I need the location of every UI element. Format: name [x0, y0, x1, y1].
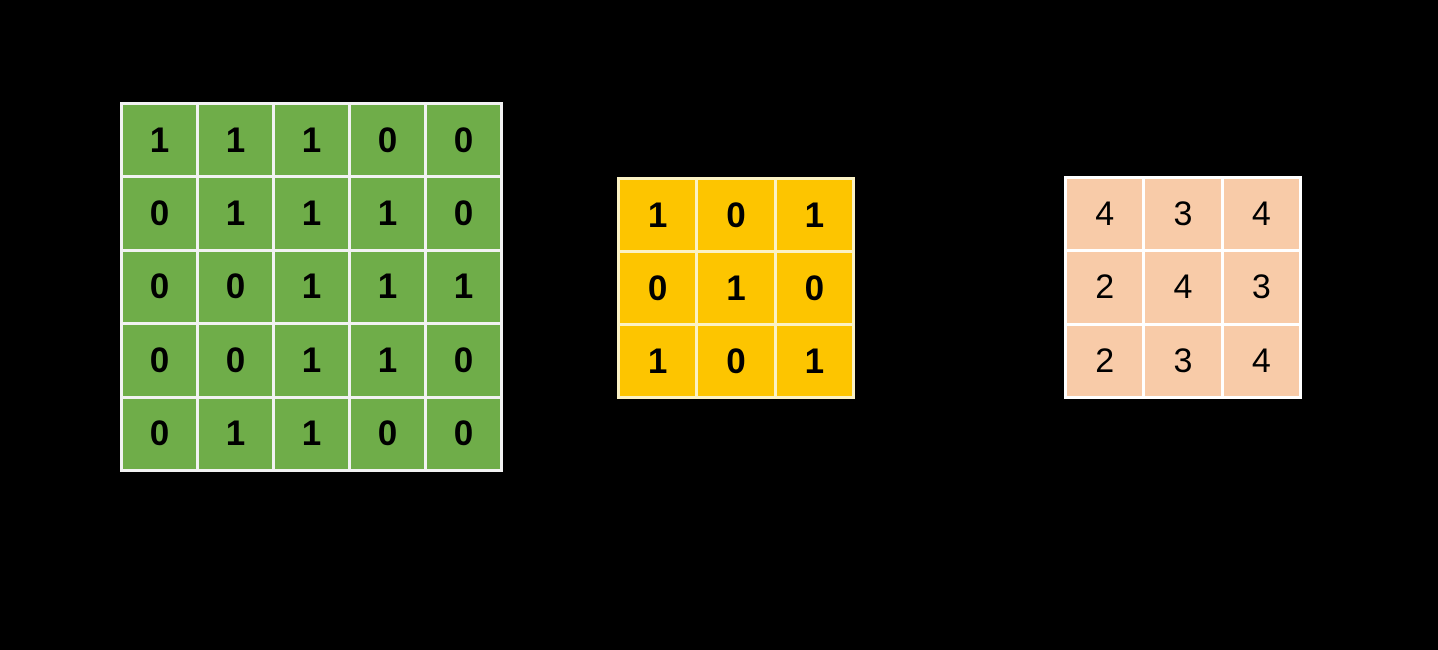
output-cell-r2c1: 3 [1145, 325, 1221, 396]
input-cell-r2c3: 1 [351, 251, 424, 323]
output-cell-r2c2: 4 [1223, 325, 1299, 396]
input-cell-r3c2: 1 [275, 325, 348, 396]
kernel-cell-r1c1: 1 [698, 253, 774, 323]
input-cell-r1c4: 0 [427, 178, 500, 249]
input-cell-r0c2: 1 [275, 105, 348, 176]
input-cell-r3c4: 0 [427, 325, 500, 396]
input-cell-r0c1: 1 [199, 105, 272, 176]
input-cell-r2c2: 1 [275, 251, 348, 323]
kernel-cell-r1c0: 0 [620, 253, 696, 323]
kernel-cell-r1c2: 0 [776, 253, 852, 323]
input-cell-r1c2: 1 [275, 178, 348, 249]
kernel-cell-r0c1: 0 [698, 180, 774, 250]
input-cell-r1c3: 1 [351, 178, 424, 249]
input-cell-r4c2: 1 [275, 398, 348, 469]
input-cell-r3c3: 1 [351, 325, 424, 396]
kernel-cell-r2c1: 0 [698, 326, 774, 396]
output-cell-r0c2: 4 [1223, 179, 1299, 250]
output-cell-r1c2: 3 [1223, 252, 1299, 323]
input-cell-r3c1: 0 [199, 325, 272, 396]
input-matrix: 1 1 1 0 0 0 1 1 1 0 0 0 1 1 1 0 0 1 1 0 … [120, 102, 503, 472]
input-cell-r3c0: 0 [123, 325, 196, 396]
input-cell-r4c4: 0 [427, 398, 500, 469]
input-cell-r1c0: 0 [123, 178, 196, 249]
kernel-cell-r2c2: 1 [776, 326, 852, 396]
kernel-cell-r0c0: 1 [620, 180, 696, 250]
kernel-cell-r2c0: 1 [620, 326, 696, 396]
input-cell-r0c4: 0 [427, 105, 500, 176]
output-cell-r2c0: 2 [1067, 325, 1143, 396]
input-cell-r0c3: 0 [351, 105, 424, 176]
input-cell-r2c0: 0 [123, 251, 196, 323]
output-cell-r0c0: 4 [1067, 179, 1143, 250]
output-cell-r1c0: 2 [1067, 252, 1143, 323]
output-matrix: 4 3 4 2 4 3 2 3 4 [1064, 176, 1302, 399]
input-cell-r4c0: 0 [123, 398, 196, 469]
kernel-cell-r0c2: 1 [776, 180, 852, 250]
output-cell-r1c1: 4 [1145, 252, 1221, 323]
input-cell-r4c1: 1 [199, 398, 272, 469]
input-cell-r0c0: 1 [123, 105, 196, 176]
output-cell-r0c1: 3 [1145, 179, 1221, 250]
input-cell-r4c3: 0 [351, 398, 424, 469]
input-cell-r2c4: 1 [427, 251, 500, 323]
input-cell-r2c1: 0 [199, 251, 272, 323]
input-cell-r1c1: 1 [199, 178, 272, 249]
kernel-matrix: 1 0 1 0 1 0 1 0 1 [617, 177, 855, 399]
